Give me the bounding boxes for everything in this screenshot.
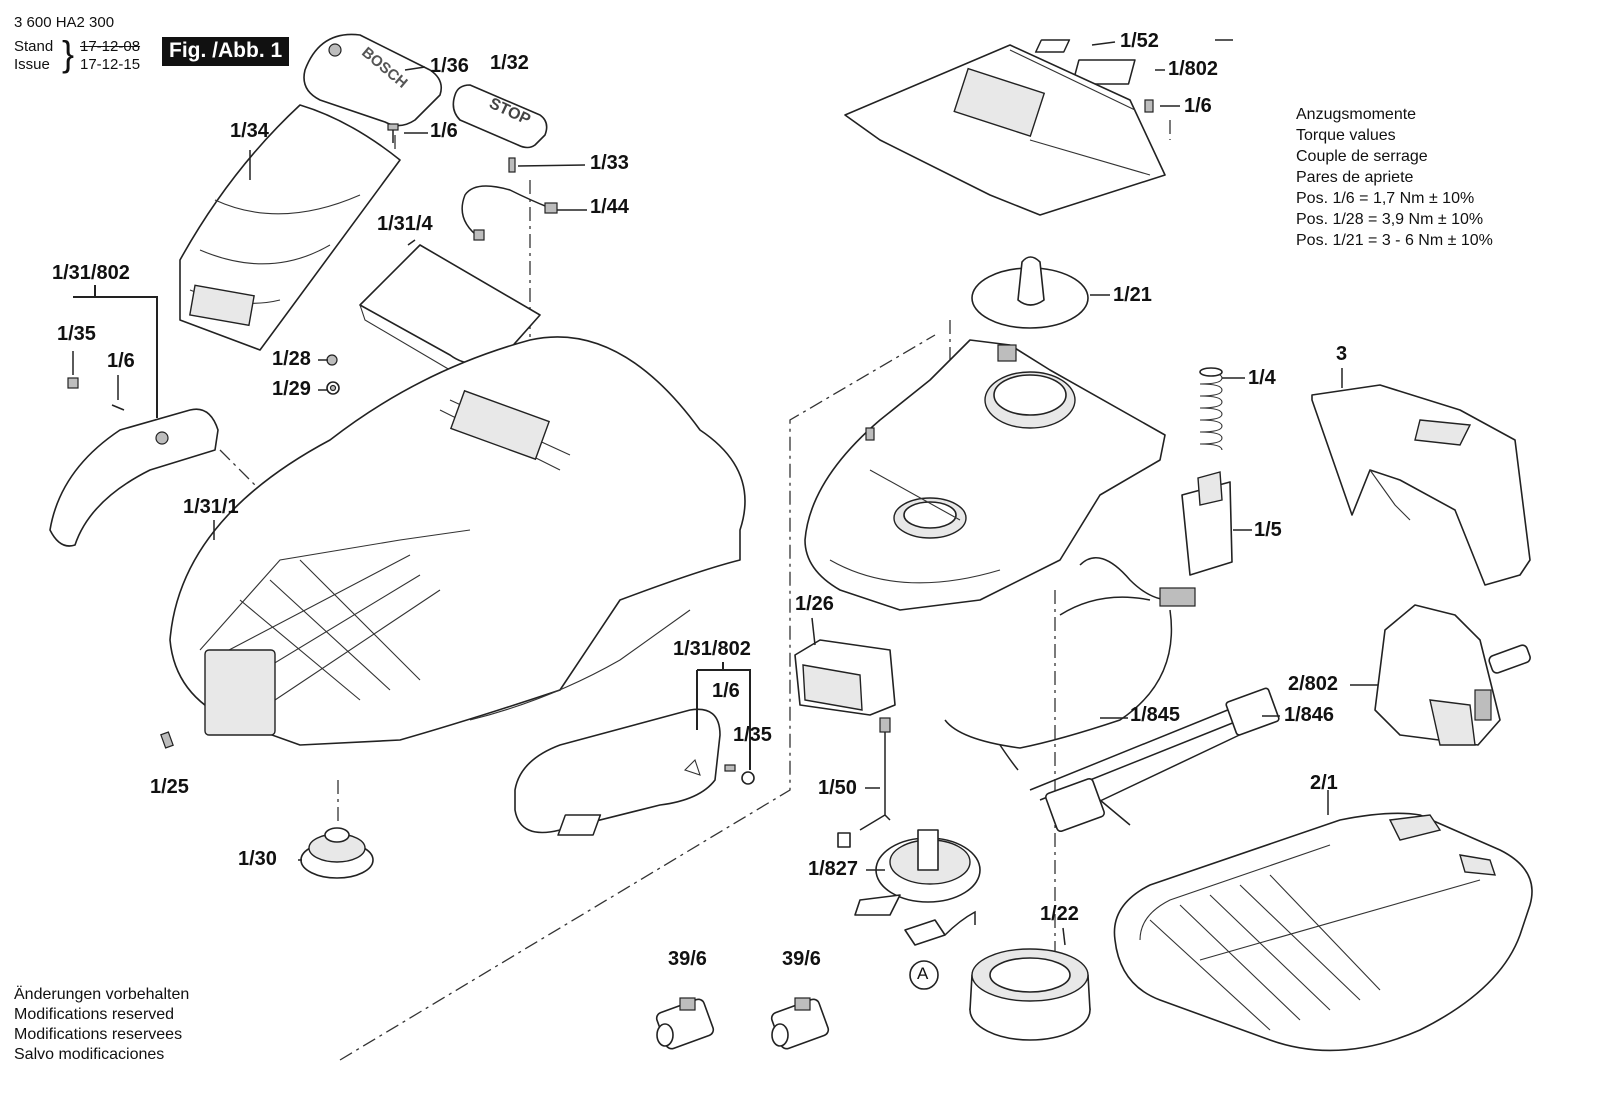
screw-1-6-right [1144,99,1154,113]
modifications-note: Änderungen vorbehalten Modifications res… [14,985,189,1065]
callout-1-31-802-left: 1/31/802 [52,262,130,284]
leader-1-52 [1091,41,1116,46]
base-plate-part [1113,812,1533,1052]
figure-label: Fig. /Abb. 1 [162,37,290,66]
callout-1-25: 1/25 [150,776,189,798]
callout-1-36: 1/36 [430,55,469,77]
spring-holder-part [1181,471,1233,576]
height-knob-part [971,256,1089,329]
callout-1-6-top: 1/6 [430,120,458,142]
callout-1-827: 1/827 [808,858,859,880]
chassis-part [804,339,1166,611]
stop-cable-plug [473,229,485,241]
callout-1-35-left: 1/35 [57,323,96,345]
rear-cover-part [1311,384,1531,586]
wiring-end [999,744,1019,771]
leader-1-33 [517,164,586,167]
left-bumper-part [49,408,219,547]
bracket-1-31-802-right [696,662,751,770]
callout-1-30: 1/30 [238,848,277,870]
lift-ring-part [969,948,1091,1041]
front-display-cover-part [179,104,401,351]
leader-1-31-4 [407,239,416,246]
assembly-axis-left [339,334,936,1061]
callout-1-50: 1/50 [818,777,857,799]
drive-unit-part [1374,604,1531,746]
torque-line: Pares de apriete [1296,169,1414,186]
footer-line: Modifications reservees [14,1026,183,1043]
bosch-cover-part: BOSCH [303,33,443,127]
display-housing-part [844,44,1166,216]
callout-1-6-left: 1/6 [107,350,135,372]
callout-1-6-right-bumper: 1/6 [712,680,740,702]
part-number: 3 600 HA2 300 [14,14,115,31]
callout-1-52: 1/52 [1120,30,1159,52]
callout-1-5: 1/5 [1254,519,1282,541]
right-bumper-part [514,708,755,834]
callout-1-35-right: 1/35 [733,724,772,746]
callout-1-28: 1/28 [272,348,311,370]
torque-line: Pos. 1/6 = 1,7 Nm ± 10% [1296,190,1475,207]
label-1-52-part [1034,39,1071,53]
bracket-1-31-802-left [73,285,158,418]
callout-1-802: 1/802 [1168,58,1219,80]
main-body-shell-part [169,336,746,746]
old-date: 17-12-08 [80,38,141,55]
callout-2-802: 2/802 [1288,673,1339,695]
callout-1-4: 1/4 [1248,367,1276,389]
connector-39-6-a [655,997,715,1050]
footer-line: Modifications reserved [14,1006,175,1023]
footer-line: Salvo modificaciones [14,1046,165,1063]
torque-line: Couple de serrage [1296,148,1428,165]
callout-1-31-4: 1/31/4 [377,213,433,235]
callout-1-22: 1/22 [1040,903,1079,925]
torque-line: Torque values [1296,127,1396,144]
spring-part [1199,367,1223,451]
torque-line: Pos. 1/28 = 3,9 Nm ± 10% [1296,211,1484,228]
wiring-harness-1-846-part [1029,687,1280,833]
torque-line: Pos. 1/21 = 3 - 6 Nm ± 10% [1296,232,1493,249]
callout-1-29: 1/29 [272,378,311,400]
torque-notes: Anzugsmomente Torque values Couple de se… [1296,104,1493,251]
leader-1-26 [811,617,816,646]
connector-39-6-b [770,997,830,1050]
callout-1-31-1: 1/31/1 [183,496,239,518]
callout-1-44: 1/44 [590,196,629,218]
callout-1-6-top-right: 1/6 [1184,95,1212,117]
wiring-connector [1159,587,1196,607]
callout-1-26: 1/26 [795,593,834,615]
leader-1-36 [404,66,426,71]
issue-date: 17-12-15 [80,56,141,73]
callout-1-845: 1/845 [1130,704,1181,726]
callout-1-846: 1/846 [1284,704,1335,726]
callout-39-6-b: 39/6 [782,948,821,970]
callout-1-34: 1/34 [230,120,269,142]
callout-1-32: 1/32 [490,52,529,74]
stop-cable-connector [544,202,558,214]
torque-line: Anzugsmomente [1296,106,1417,123]
leader-1-22 [1062,927,1066,946]
callout-a: A [917,964,929,983]
wiring-harness-part [944,557,1173,749]
issue-label: Issue [14,56,50,73]
callout-3: 3 [1336,343,1348,365]
bracket-1-50-part [557,717,891,836]
footer-line: Änderungen vorbehalten [14,986,190,1003]
callout-a-circle [909,960,939,990]
stop-button-part: STOP [452,84,548,149]
foot-part [300,827,374,879]
label-1-802-part [1071,59,1136,85]
stand-label: Stand [14,38,54,55]
callout-39-6-a: 39/6 [668,948,707,970]
blade-motor-part [837,829,981,990]
callout-2-1: 2/1 [1310,772,1338,794]
brace-icon: } [62,33,75,74]
callout-1-33: 1/33 [590,152,629,174]
sensor-box-part [794,639,896,716]
callout-1-21: 1/21 [1113,284,1152,306]
callout-1-31-802-right: 1/31/802 [673,638,751,660]
fasteners-left [67,123,516,749]
stop-cable-part [461,185,551,239]
